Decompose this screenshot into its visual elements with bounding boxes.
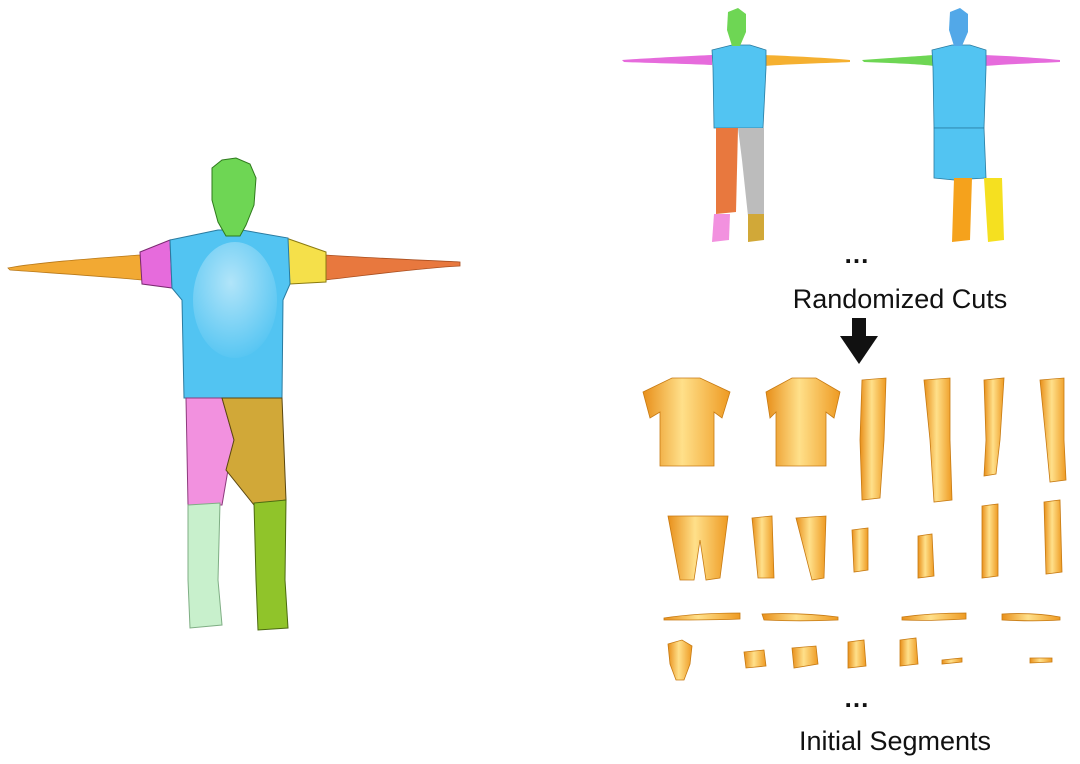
segment-leg-1 (860, 378, 886, 500)
main-upperarm-right (286, 238, 326, 284)
down-arrow-icon (840, 318, 878, 364)
randomized-cut-figure-1 (622, 8, 850, 242)
segment-leg-3 (984, 378, 1004, 476)
segment-shin-2 (918, 534, 934, 578)
segment-forearm-2 (762, 614, 838, 621)
main-head (212, 158, 256, 236)
segment-shorts-1 (668, 516, 728, 580)
segment-shorts-half-2 (796, 516, 826, 580)
segment-hand-2 (1030, 658, 1052, 663)
main-shin-right (254, 500, 288, 630)
segment-shirt-2 (766, 378, 840, 466)
randomized-cut-figure-2 (862, 8, 1060, 242)
fig1-torso (712, 45, 766, 128)
main-upperarm-left (140, 240, 172, 288)
segment-hand-1 (942, 658, 962, 664)
segment-grid (643, 378, 1066, 680)
fig1-leg-left (716, 128, 738, 214)
segment-upperarm-2 (792, 646, 818, 668)
fig1-head (727, 8, 746, 46)
main-segmented-figure (8, 158, 460, 630)
fig2-head (949, 8, 968, 46)
segment-upperarm-1 (744, 650, 766, 668)
initial-segments-label: Initial Segments (799, 726, 991, 757)
segment-leg-4 (1040, 378, 1066, 482)
main-forearm-right (325, 255, 460, 280)
main-forearm-left (8, 255, 142, 280)
segment-head (668, 640, 692, 680)
top-ellipsis: … (844, 244, 871, 264)
fig2-shorts (934, 128, 986, 180)
segment-shin-3 (982, 504, 998, 578)
fig2-shin-right (984, 178, 1004, 242)
main-thigh-right (222, 398, 286, 505)
bottom-ellipsis: … (844, 688, 871, 708)
segment-forearm-1 (664, 613, 740, 620)
segment-shorts-half-1 (752, 516, 774, 578)
randomized-cuts-label: Randomized Cuts (793, 284, 1008, 315)
segment-forearm-3 (902, 613, 966, 620)
segment-shin-1 (852, 528, 868, 572)
segment-leg-2 (924, 378, 952, 502)
segment-foot-1 (848, 640, 866, 668)
main-shin-left (188, 503, 222, 628)
fig2-torso (932, 45, 986, 128)
fig1-leg-right (738, 128, 764, 216)
segment-foot-2 (900, 638, 918, 666)
fig2-shin-left (952, 178, 972, 242)
segment-shirt-1 (643, 378, 730, 466)
segment-forearm-4 (1002, 614, 1060, 621)
segment-shin-4 (1044, 500, 1062, 574)
